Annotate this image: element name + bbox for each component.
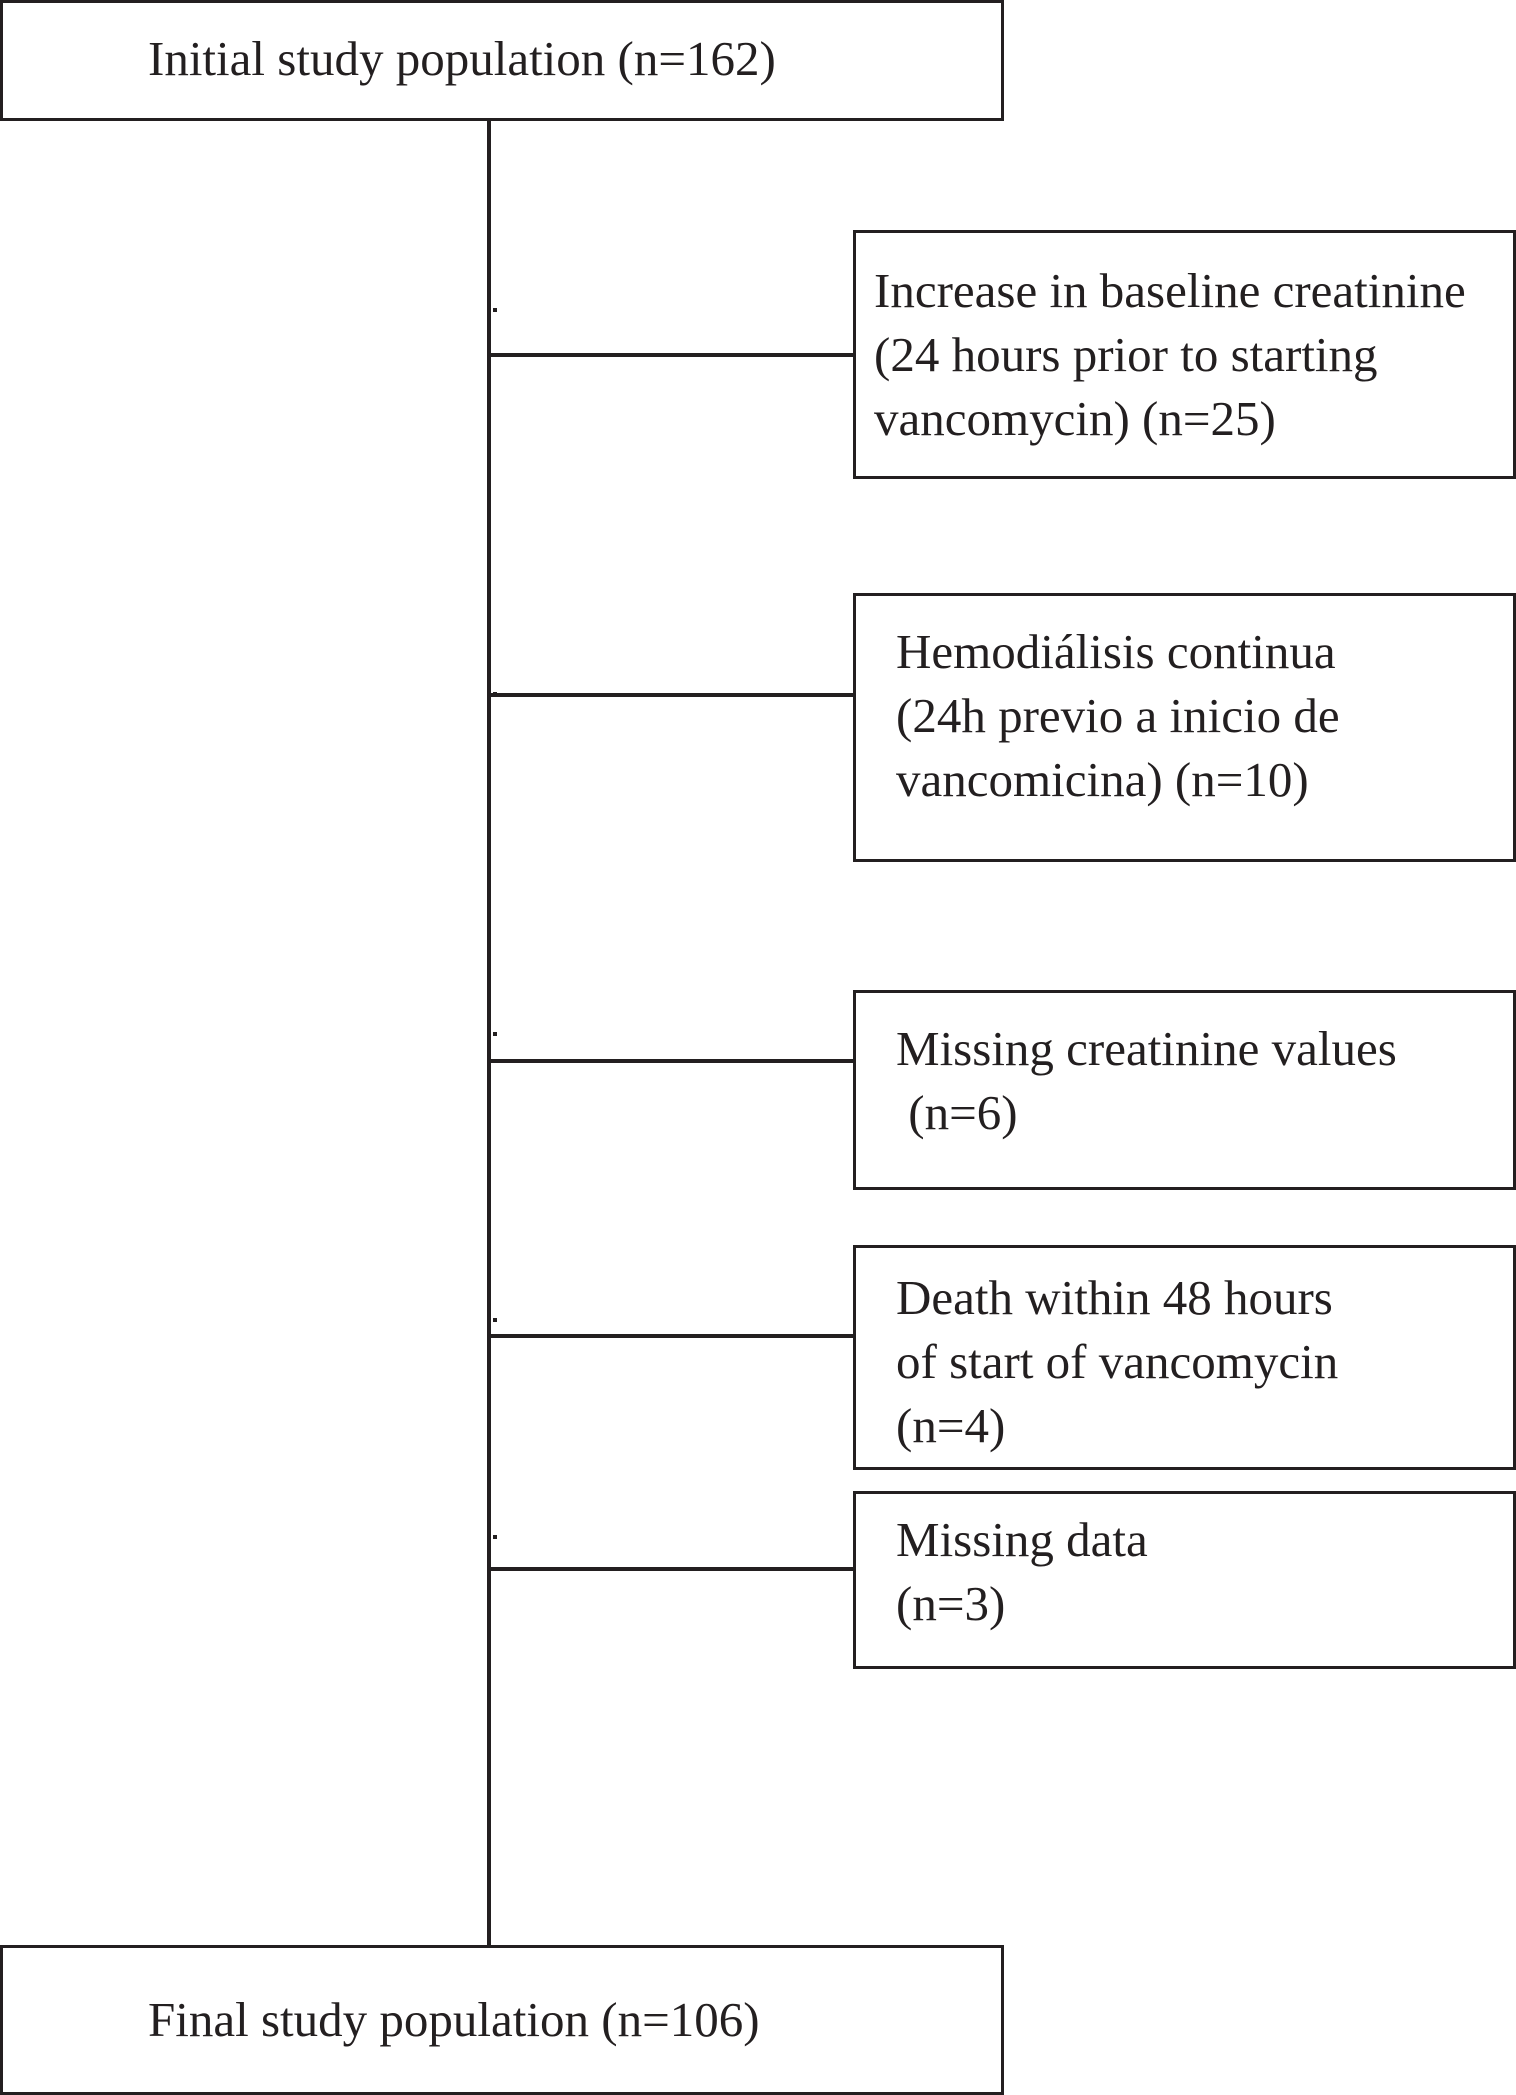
exclusion-5-line-1: Missing data <box>896 1512 1148 1567</box>
exclusion-1-line-2: (24 hours prior to starting <box>874 327 1378 382</box>
exclusion-1-line-1: Increase in baseline creatinine <box>874 263 1466 318</box>
main-flow-line <box>487 119 491 1946</box>
exclusion-box-4: Death within 48 hours of start of vancom… <box>853 1245 1516 1470</box>
exclusion-2-line-3: vancomicina) (n=10) <box>896 752 1309 807</box>
connector-line-1 <box>487 353 855 357</box>
connector-tick-5 <box>493 1535 497 1539</box>
exclusion-2-line-1: Hemodiálisis continua <box>896 624 1336 679</box>
connector-line-2 <box>487 693 855 697</box>
connector-line-3 <box>487 1059 855 1063</box>
exclusion-4-line-3: (n=4) <box>896 1398 1006 1453</box>
initial-population-label: Initial study population (n=162) <box>148 31 776 86</box>
connector-line-4 <box>487 1334 855 1338</box>
exclusion-5-line-2: (n=3) <box>896 1576 1006 1631</box>
final-population-label: Final study population (n=106) <box>148 1992 760 2047</box>
exclusion-box-5: Missing data (n=3) <box>853 1491 1516 1669</box>
exclusion-3-line-1: Missing creatinine values <box>896 1021 1397 1076</box>
exclusion-box-2: Hemodiálisis continua (24h previo a inic… <box>853 593 1516 862</box>
initial-population-box: Initial study population (n=162) <box>0 0 1004 121</box>
exclusion-4-line-2: of start of vancomycin <box>896 1334 1339 1389</box>
final-population-box: Final study population (n=106) <box>0 1945 1004 2095</box>
exclusion-1-line-3: vancomycin) (n=25) <box>874 391 1276 446</box>
exclusion-box-1: Increase in baseline creatinine (24 hour… <box>853 230 1516 479</box>
connector-tick-1 <box>493 308 497 312</box>
exclusion-2-line-2: (24h previo a inicio de <box>896 688 1340 743</box>
exclusion-4-line-1: Death within 48 hours <box>896 1270 1333 1325</box>
exclusion-3-line-2: (n=6) <box>896 1085 1018 1140</box>
connector-tick-4 <box>493 1318 497 1322</box>
connector-tick-3 <box>493 1032 497 1036</box>
exclusion-box-3: Missing creatinine values (n=6) <box>853 990 1516 1190</box>
connector-line-5 <box>487 1567 855 1571</box>
